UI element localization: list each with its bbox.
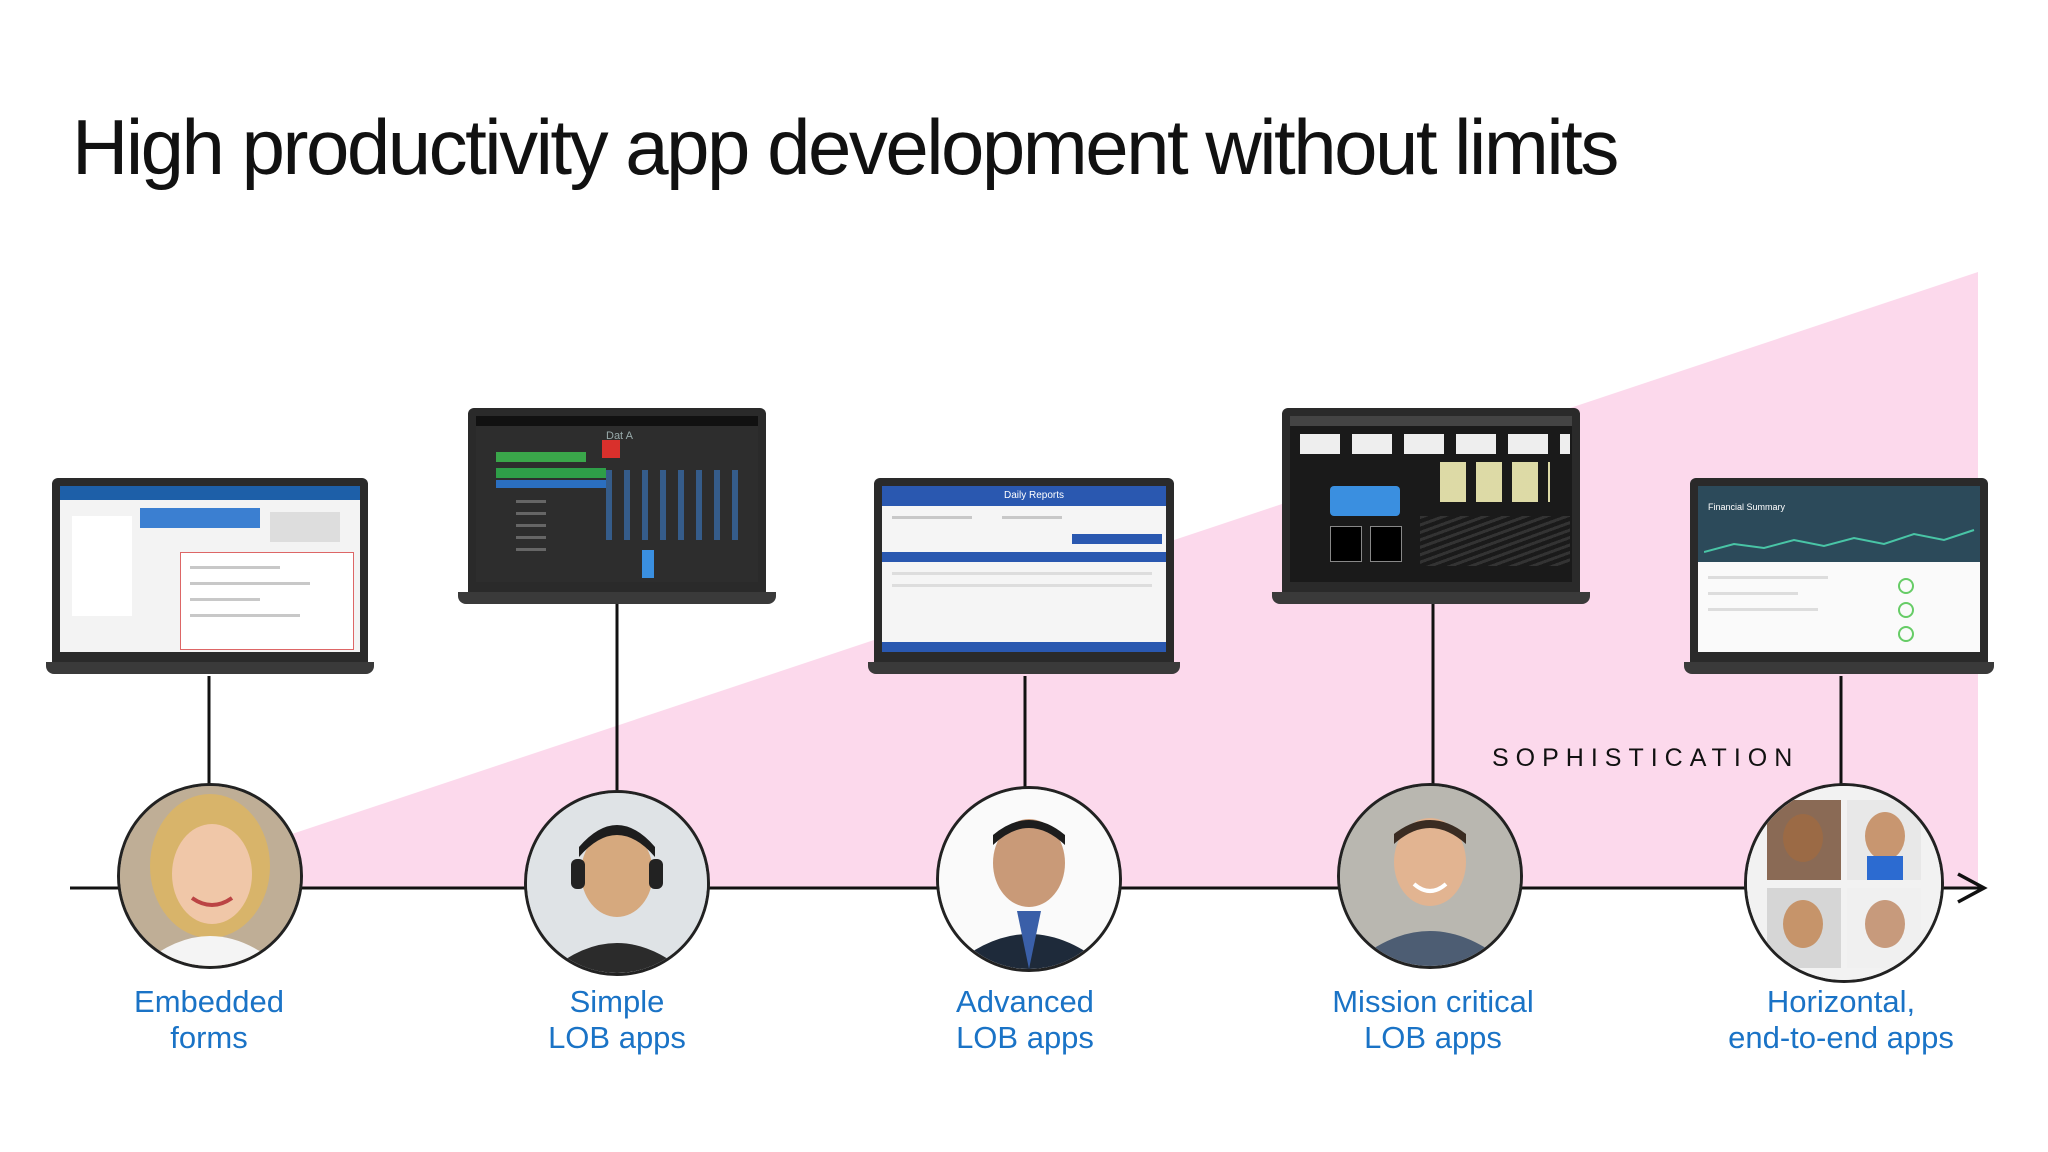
screen-title: Daily Reports — [1004, 490, 1065, 501]
man-smiling-avatar — [1337, 783, 1523, 969]
dashboard-dark-app-screen — [1290, 416, 1572, 582]
daily-reports-app-screen: Daily Reports — [882, 486, 1166, 652]
slide-title: High productivity app development withou… — [72, 103, 1619, 191]
screen-title: Financial Summary — [1708, 502, 1786, 512]
screen-title: Dat A — [606, 430, 633, 442]
financial-summary-app-screen: Financial Summary — [1698, 486, 1980, 652]
woman-blonde-avatar — [117, 783, 303, 969]
arrow-head-icon — [1957, 872, 1988, 904]
sharepoint-form-screen — [60, 486, 360, 652]
man-headphones-avatar — [524, 790, 710, 976]
team-group-avatar — [1744, 783, 1944, 983]
dark-inventory-app-screen: Dat A — [476, 416, 758, 582]
man-suit-avatar — [936, 786, 1122, 972]
stage-label-horizontal: Horizontal,end-to-end apps — [1728, 984, 1954, 1055]
sophistication-label: SOPHISTICATION — [1492, 744, 1800, 772]
